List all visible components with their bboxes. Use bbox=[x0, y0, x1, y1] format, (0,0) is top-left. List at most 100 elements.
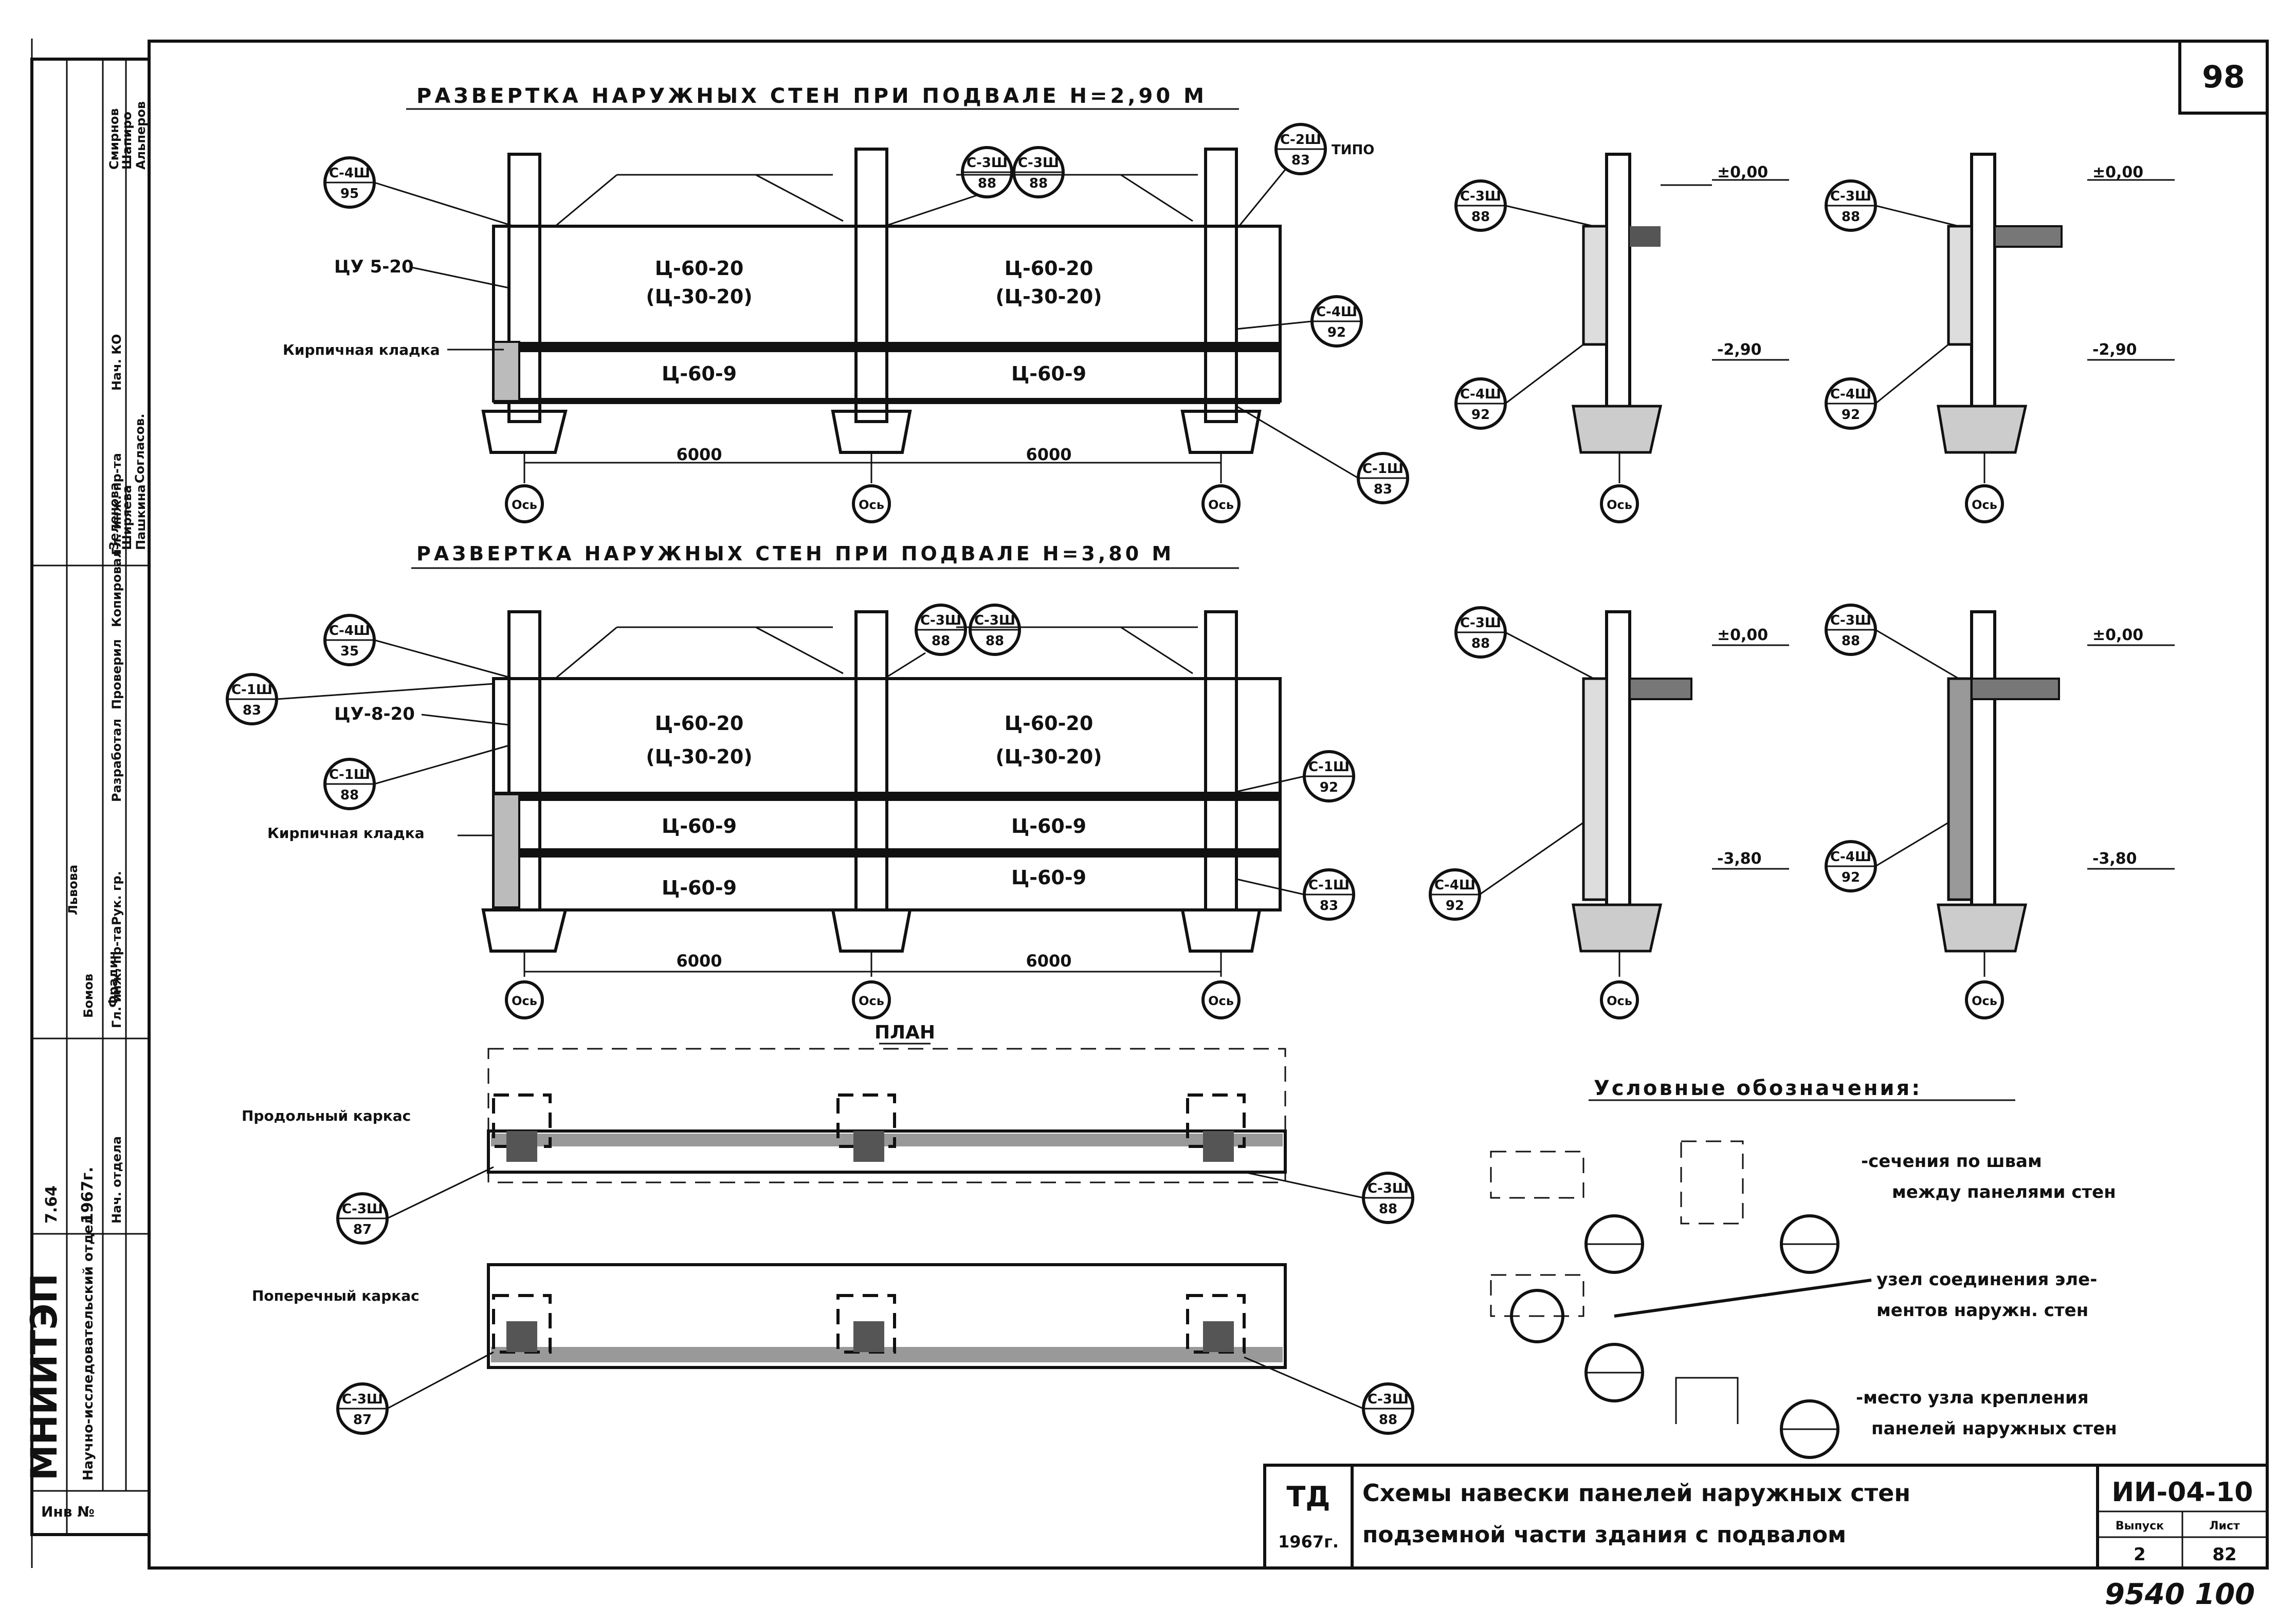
stamp-role-0: Нач. отдела bbox=[110, 1136, 124, 1224]
callout-plan-0: С-3Ш 87 bbox=[336, 1166, 494, 1245]
svg-text:С-3Ш: С-3Ш bbox=[1368, 1181, 1409, 1196]
svg-text:92: 92 bbox=[1842, 407, 1860, 423]
svg-text:88: 88 bbox=[1842, 209, 1860, 225]
callout-top-4: С-4Ш 92 bbox=[1236, 295, 1363, 348]
panel-bot-u1-l1: Ц-60-20 bbox=[655, 712, 744, 735]
svg-text:88: 88 bbox=[986, 633, 1004, 649]
svg-text:±0,00: ±0,00 bbox=[2092, 163, 2143, 181]
dim-bot-1: 6000 bbox=[676, 951, 722, 971]
svg-text:83: 83 bbox=[1320, 898, 1338, 914]
svg-text:35: 35 bbox=[340, 644, 359, 659]
panel-top-u2-l2: (Ц-30-20) bbox=[995, 285, 1102, 308]
svg-text:-3,80: -3,80 bbox=[1717, 850, 1761, 868]
axis-top-3: Ось bbox=[1208, 498, 1234, 512]
svg-text:Ось: Ось bbox=[1972, 498, 1997, 512]
stamp-name-6: Зеленова bbox=[107, 482, 121, 550]
svg-text:С-4Ш: С-4Ш bbox=[329, 166, 370, 181]
svg-text:С-1Ш: С-1Ш bbox=[1308, 878, 1350, 893]
svg-text:С-2Ш: С-2Ш bbox=[1280, 132, 1321, 148]
axis-bot-1: Ось bbox=[512, 994, 537, 1008]
svg-text:88: 88 bbox=[1379, 1201, 1397, 1217]
stamp-name-3: Львова bbox=[66, 865, 80, 915]
side-stamp: МНИИТЭП Научно-исследовательский отдел 7… bbox=[23, 58, 151, 1536]
svg-text:С-3Ш: С-3Ш bbox=[1830, 189, 1871, 204]
svg-text:92: 92 bbox=[1320, 780, 1338, 795]
svg-text:-3,80: -3,80 bbox=[2092, 850, 2137, 868]
stamp-name-7: Ширяева bbox=[120, 485, 134, 550]
axis-bot-2: Ось bbox=[859, 994, 884, 1008]
callout-top-2: С-3Ш 88 bbox=[884, 146, 1065, 227]
svg-text:92: 92 bbox=[1471, 407, 1490, 423]
legend-0-l1: -сечения по швам bbox=[1861, 1151, 2042, 1172]
svg-text:С-3Ш: С-3Ш bbox=[342, 1201, 383, 1217]
stamp-role-8: Согласов. bbox=[133, 414, 147, 483]
svg-text:87: 87 bbox=[353, 1412, 372, 1428]
title-year: 1967г. bbox=[1278, 1532, 1339, 1552]
title-col-sheet: Лист bbox=[2209, 1520, 2240, 1533]
legend-2-l1: -место узла крепления bbox=[1856, 1388, 2089, 1408]
stamp-inv: Инв № bbox=[41, 1503, 95, 1520]
title-code: ТД bbox=[1287, 1481, 1331, 1513]
label-bot-column: ЦУ-8-20 bbox=[334, 704, 415, 724]
legend-1-l1: узел соединения эле- bbox=[1876, 1269, 2097, 1290]
label-top-brick: Кирпичная кладка bbox=[283, 341, 440, 358]
panel-bot-m2: Ц-60-9 bbox=[1011, 815, 1086, 837]
svg-text:С-4Ш: С-4Ш bbox=[1460, 387, 1501, 402]
svg-text:92: 92 bbox=[1842, 870, 1860, 885]
panel-bot-m1: Ц-60-9 bbox=[662, 815, 737, 837]
plan-title: ПЛАН bbox=[874, 1022, 935, 1043]
callout-bot-0: С-4Ш 35 bbox=[323, 614, 515, 680]
section-0: ±0,00 -2,90 С-3Ш 88 С-4Ш 92 Ось bbox=[1454, 153, 1789, 523]
inventory-number: 9540 100 bbox=[2105, 1578, 2255, 1611]
svg-text:±0,00: ±0,00 bbox=[2092, 626, 2143, 644]
callout-plan-3: С-3Ш 88 bbox=[1244, 1356, 1414, 1435]
svg-text:±0,00: ±0,00 bbox=[1717, 163, 1768, 181]
page-number: 98 bbox=[2202, 59, 2245, 95]
stamp-name-2: Альперов bbox=[134, 101, 148, 170]
elevation-bottom-title: РАЗВЕРТКА НАРУЖНЫХ СТЕН ПРИ ПОДВАЛЕ Н=3,… bbox=[416, 542, 1174, 565]
label-bot-brick: Кирпичная кладка bbox=[267, 825, 425, 842]
title-doc-number: ИИ-04-10 bbox=[2112, 1477, 2253, 1508]
dim-top-1: 6000 bbox=[676, 445, 722, 464]
svg-text:С-3Ш: С-3Ш bbox=[1460, 615, 1501, 631]
title-line2: подземной части здания с подвалом bbox=[1362, 1522, 1846, 1548]
panel-top-l2: Ц-60-9 bbox=[1011, 362, 1086, 385]
stamp-dept: Научно-исследовательский отдел bbox=[81, 1215, 96, 1481]
panel-top-u2-l1: Ц-60-20 bbox=[1005, 257, 1094, 280]
svg-text:88: 88 bbox=[1842, 633, 1860, 649]
svg-text:С-1Ш: С-1Ш bbox=[1308, 759, 1350, 775]
title-issue: 2 bbox=[2134, 1544, 2146, 1565]
page-number-box bbox=[2178, 40, 2269, 115]
title-line1: Схемы навески панелей наружных стен bbox=[1362, 1479, 1910, 1507]
svg-text:88: 88 bbox=[340, 788, 359, 803]
svg-text:С-1Ш: С-1Ш bbox=[231, 682, 272, 698]
svg-text:С-4Ш: С-4Ш bbox=[1434, 878, 1475, 893]
svg-text:С-3Ш: С-3Ш bbox=[1460, 189, 1501, 204]
svg-text:92: 92 bbox=[1446, 898, 1464, 914]
svg-text:С-1Ш: С-1Ш bbox=[1362, 461, 1404, 477]
svg-text:88: 88 bbox=[978, 176, 996, 191]
stamp-role-3: Разработал bbox=[110, 719, 124, 802]
panel-top-u1-l2: (Ц-30-20) bbox=[646, 285, 752, 308]
svg-text:88: 88 bbox=[1029, 176, 1048, 191]
svg-text:88: 88 bbox=[932, 633, 950, 649]
callout-top-0: С-4Ш 95 bbox=[323, 156, 515, 227]
dim-top-2: 6000 bbox=[1026, 445, 1071, 464]
svg-text:87: 87 bbox=[353, 1222, 372, 1237]
panel-top-l1: Ц-60-9 bbox=[662, 362, 737, 385]
stamp-role-5: Копировал bbox=[110, 549, 124, 627]
legend-2-l2: панелей наружных стен bbox=[1871, 1418, 2117, 1439]
axis-top-1: Ось bbox=[512, 498, 537, 512]
stamp-role-4: Проверил bbox=[110, 639, 124, 709]
panel-bot-l2: Ц-60-9 bbox=[1011, 866, 1086, 889]
svg-text:-2,90: -2,90 bbox=[1717, 341, 1761, 359]
section-3: ±0,00 -3,80 С-3Ш 88 С-4Ш 92 Ось bbox=[1825, 604, 2175, 1019]
svg-text:С-4Ш: С-4Ш bbox=[1830, 387, 1871, 402]
svg-text:±0,00: ±0,00 bbox=[1717, 626, 1768, 644]
svg-text:С-3Ш: С-3Ш bbox=[967, 155, 1008, 171]
svg-text:88: 88 bbox=[1379, 1412, 1397, 1428]
svg-text:83: 83 bbox=[1291, 153, 1310, 168]
panel-bot-u2-l2: (Ц-30-20) bbox=[995, 745, 1102, 768]
title-col-issue: Выпуск bbox=[2116, 1520, 2164, 1533]
